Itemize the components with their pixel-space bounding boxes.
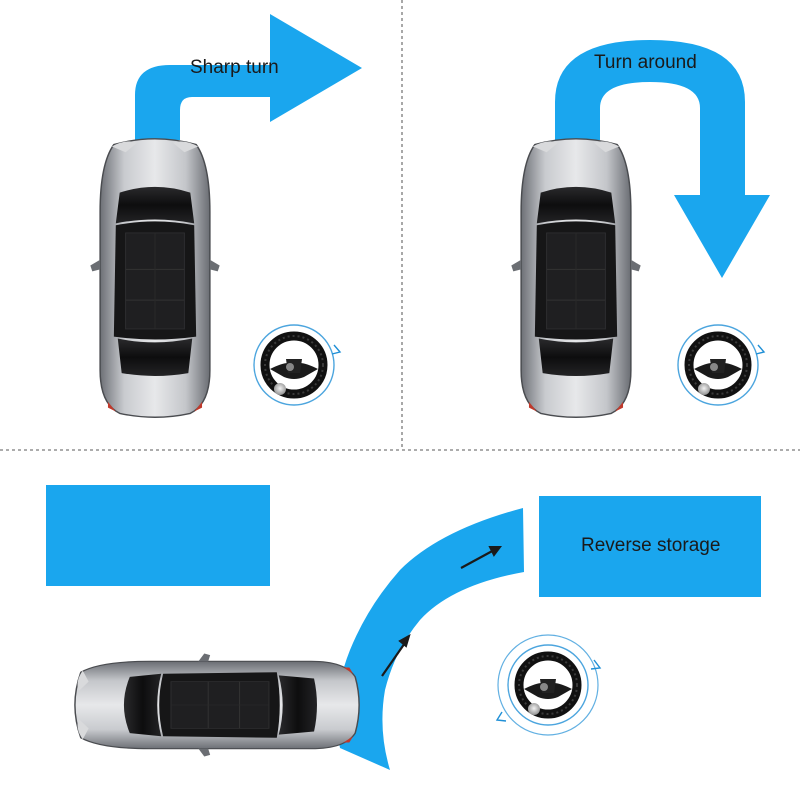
- reverse-storage-label: Reverse storage: [581, 535, 721, 556]
- sharp-turn-panel: [89, 14, 362, 418]
- rotate-arrow-icon: [331, 344, 342, 355]
- sharp-turn-arrow-icon: [135, 14, 362, 140]
- direction-arrow-icon: [381, 633, 411, 677]
- direction-arrow-icon: [460, 546, 502, 569]
- car-top-view-icon: [74, 652, 360, 758]
- car-top-view-icon: [510, 138, 642, 418]
- parking-slot-left: [46, 485, 270, 586]
- rotate-arrow-icon: [590, 659, 602, 670]
- steering-wheel-icon: [497, 634, 599, 736]
- turn-around-panel: [510, 40, 770, 418]
- sharp-turn-label: Sharp turn: [190, 57, 279, 78]
- steering-wheel-icon: [254, 325, 334, 405]
- rotate-arrow-icon: [755, 344, 766, 355]
- turn-around-label: Turn around: [594, 52, 697, 73]
- turn-around-arrow-icon: [555, 40, 770, 278]
- reverse-path-icon: [336, 508, 524, 770]
- reverse-storage-panel: [46, 485, 761, 770]
- steering-wheel-icon: [678, 325, 758, 405]
- car-top-view-icon: [89, 138, 221, 418]
- parking-slot-right: [539, 496, 761, 597]
- rotate-arrow-icon: [495, 711, 507, 722]
